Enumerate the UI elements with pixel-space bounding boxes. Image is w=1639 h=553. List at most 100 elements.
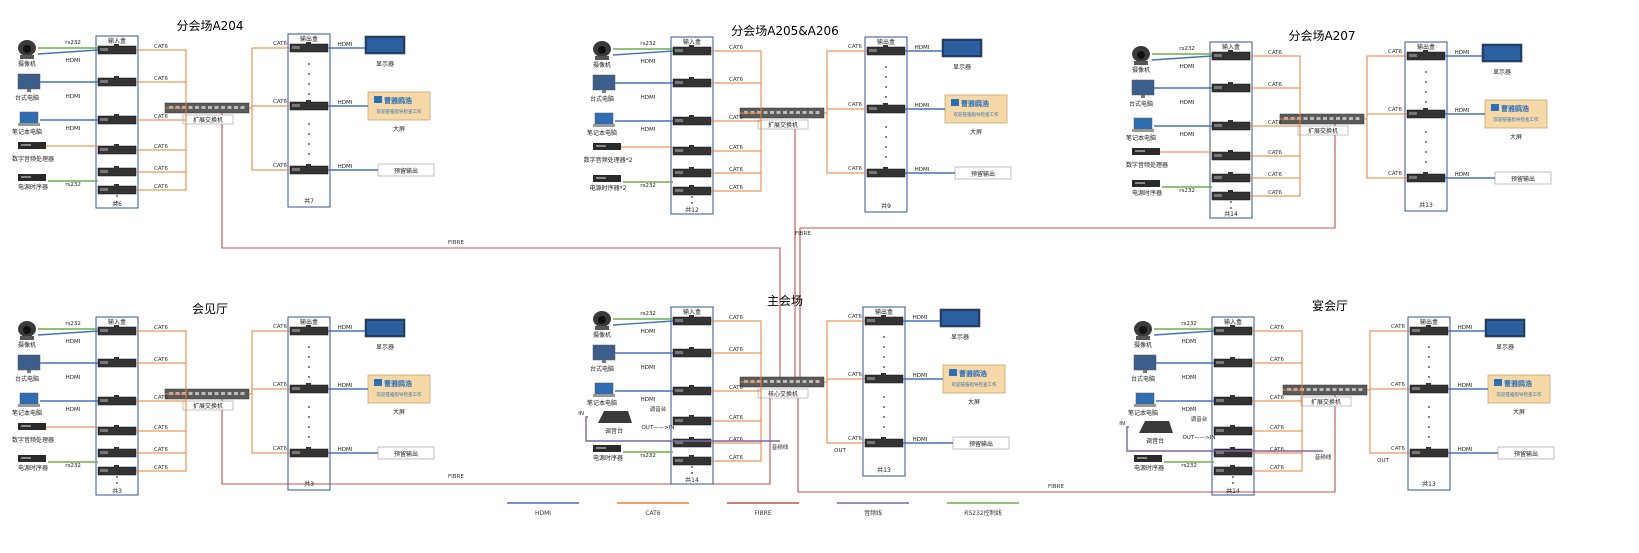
- ellipsis-dot: [308, 93, 310, 95]
- cat6-label: CAT6: [273, 41, 288, 47]
- bigscreen-logo-text: 曹雅鸥浩: [384, 96, 412, 105]
- output-device-panel: [292, 387, 300, 390]
- switch-label: 扩展交换机: [768, 121, 798, 129]
- switch-port: [789, 111, 794, 114]
- switch-port: [1345, 388, 1350, 391]
- switch-port: [796, 380, 800, 383]
- cat6-label: CAT6: [1270, 325, 1285, 331]
- switch-port: [1349, 117, 1353, 120]
- hdmi-label: HDMI: [641, 127, 656, 133]
- input-device-panel: [100, 188, 108, 191]
- monitor-screen: [944, 41, 980, 55]
- camera-label: 摄像机: [18, 341, 36, 349]
- desktop-stand: [602, 360, 606, 363]
- sequencer-label: 电源时序器: [18, 464, 48, 472]
- cat6-label: CAT6: [154, 357, 169, 363]
- cat6-link: [824, 381, 865, 444]
- switch-port: [1319, 388, 1324, 391]
- venue-title: 分会场A205&A206: [731, 24, 839, 38]
- output-device-antenna: [881, 315, 886, 318]
- switch-port: [234, 392, 238, 395]
- ellipsis-dot: [1428, 416, 1430, 418]
- hdmi-label: HDMI: [641, 59, 656, 65]
- legend-label: FIBRE: [754, 510, 772, 517]
- sequencer-icon: [593, 445, 621, 452]
- input-device-panel: [1214, 54, 1222, 57]
- switch-port: [815, 111, 820, 114]
- ellipsis-dot: [1425, 131, 1427, 133]
- out-in-label: OUT——>IN: [1182, 435, 1215, 441]
- input-device-panel: [1216, 451, 1224, 454]
- ellipsis-dot: [883, 406, 885, 408]
- legend-label: RS232控制线: [964, 509, 1001, 517]
- sequencer-label: 电源时序器*2: [590, 184, 627, 192]
- ellipsis-dot: [308, 73, 310, 75]
- bigscreen-logo-mark: [374, 96, 382, 103]
- switch-label: 扩展交换机: [193, 402, 223, 410]
- mixer-icon: [598, 411, 632, 423]
- bigscreen-sub-text: 欢迎莅临指导检查工作: [377, 391, 422, 398]
- reserve-output-label: 预留输出: [1514, 450, 1538, 458]
- input-device-antenna: [689, 77, 694, 80]
- input-device-panel: [100, 80, 108, 83]
- cat6-label: CAT6: [729, 385, 744, 391]
- dsp-icon-face: [596, 145, 606, 147]
- desktop-icon: [17, 354, 41, 371]
- output-device-panel: [1409, 176, 1417, 179]
- ellipsis-dot: [1428, 366, 1430, 368]
- bigscreen-logo-text: 曹雅鸥浩: [1504, 379, 1532, 388]
- input-device-panel: [675, 49, 683, 52]
- cat6-link: [136, 393, 187, 454]
- ellipsis-dot: [1428, 406, 1430, 408]
- camera-base: [20, 336, 34, 340]
- cat6-label: CAT6: [1268, 190, 1283, 196]
- input-device-antenna: [1228, 120, 1233, 123]
- ellipsis-dot: [1230, 201, 1232, 203]
- cat6-link: [824, 112, 867, 174]
- output-box-count: 共13: [1422, 480, 1436, 488]
- desktop-stand: [27, 89, 31, 92]
- rs232-label: rs232: [640, 41, 656, 47]
- input-device-panel: [675, 389, 683, 392]
- ellipsis-dot: [883, 416, 885, 418]
- switch-port: [763, 380, 768, 383]
- ellipsis-dot: [1428, 426, 1430, 428]
- switch-port: [1358, 388, 1363, 391]
- input-box-frame: [1209, 41, 1253, 219]
- fibre-link-banquet: [797, 390, 1336, 493]
- desktop-stand: [602, 90, 606, 93]
- input-device-panel: [675, 441, 683, 444]
- reserve-output-label: 预留输出: [1511, 175, 1535, 183]
- switch-port: [789, 380, 794, 383]
- legend-label: HDMI: [535, 510, 551, 517]
- hdmi-label: HDMI: [1455, 108, 1470, 114]
- input-device-antenna: [689, 145, 694, 148]
- input-device-panel: [675, 119, 683, 122]
- cat6-label: CAT6: [848, 314, 863, 320]
- cat6-link: [824, 108, 867, 114]
- input-device-antenna: [689, 315, 694, 318]
- rs232-label: rs232: [640, 183, 656, 189]
- input-device-panel: [1214, 124, 1222, 127]
- input-box-frame: [670, 36, 714, 215]
- input-box-count: 共6: [112, 200, 122, 208]
- output-device-panel: [1412, 387, 1420, 390]
- switch-port: [1310, 117, 1314, 120]
- desktop-icon: [1133, 354, 1157, 371]
- hdmi-label: HDMI: [1458, 325, 1473, 331]
- bigscreen-icon: [367, 91, 431, 121]
- bigscreen-label: 大屏: [393, 408, 405, 416]
- cat6-label: CAT6: [154, 325, 169, 331]
- ellipsis-dot: [883, 396, 885, 398]
- cat6-label: CAT6: [1391, 324, 1406, 330]
- desktop-label: 台式电脑: [15, 94, 39, 102]
- input-device-panel: [1216, 361, 1224, 364]
- output-device-panel: [867, 377, 875, 380]
- cat6-label: CAT6: [848, 372, 863, 378]
- desktop-icon: [592, 74, 616, 91]
- ellipsis-dot: [1428, 436, 1430, 438]
- output-device-panel: [869, 107, 877, 110]
- bigscreen-sub-text: 欢迎莅临指导检查工作: [954, 111, 999, 118]
- input-device-panel: [100, 469, 108, 472]
